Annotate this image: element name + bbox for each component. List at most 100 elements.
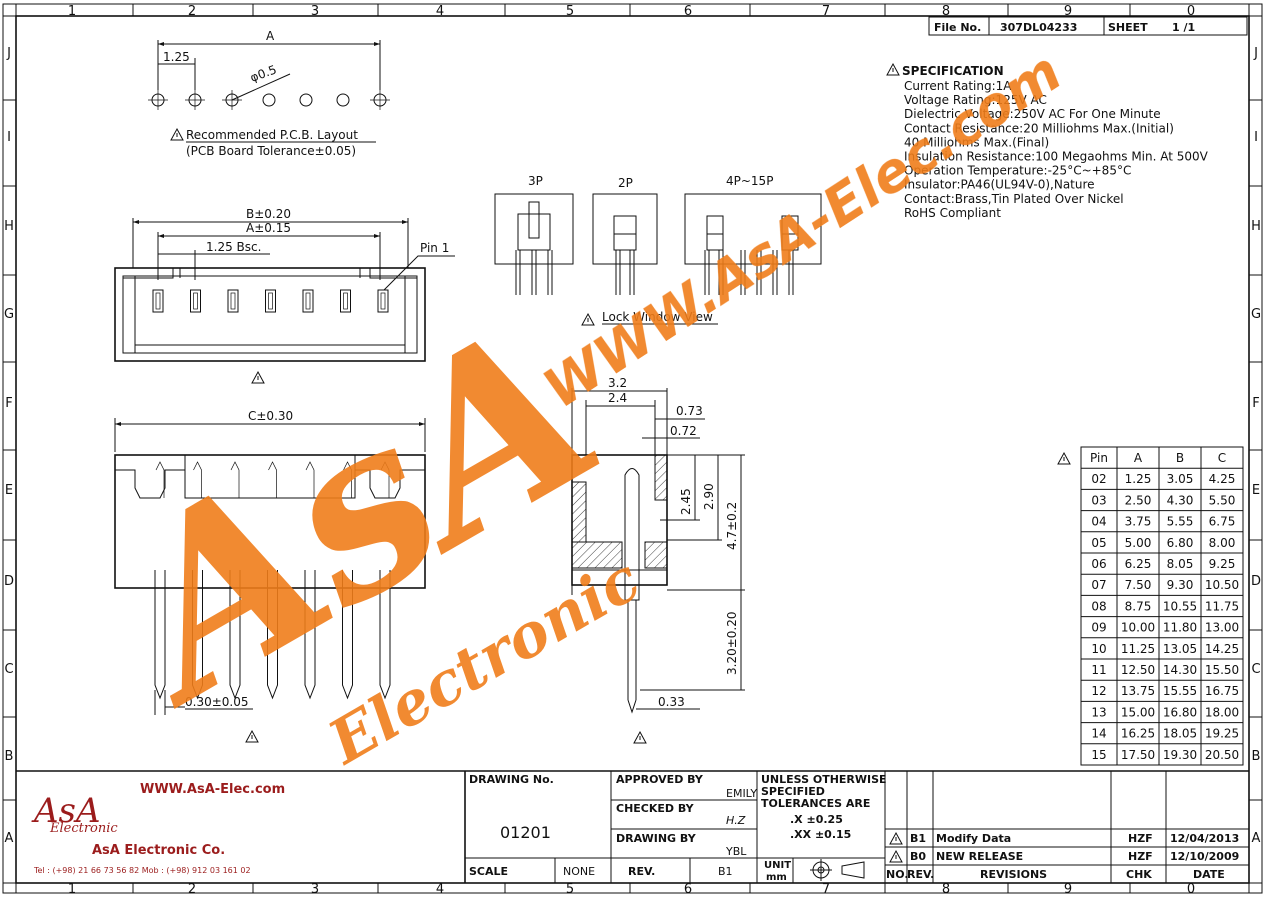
zone-col-bottom: 6 bbox=[684, 882, 692, 897]
side-dim-47: 4.7±0.2 bbox=[725, 502, 739, 550]
tol-line3: TOLERANCES ARE bbox=[761, 797, 870, 810]
projection-symbol-icon bbox=[810, 859, 865, 881]
spec-line: RoHS Compliant bbox=[904, 206, 1001, 220]
pin-table-cell: 06 bbox=[1091, 557, 1106, 571]
pin-table-cell: 11 bbox=[1091, 663, 1106, 677]
zone-row-left: I bbox=[7, 130, 11, 145]
zone-col-top: 2 bbox=[188, 4, 196, 19]
pin-table-cell: 08 bbox=[1091, 599, 1106, 613]
front-pin bbox=[342, 570, 353, 700]
revision-header: NO. bbox=[886, 868, 909, 881]
pin-table-cell: 11.80 bbox=[1163, 621, 1197, 635]
pin-table-cell: 10.55 bbox=[1163, 599, 1197, 613]
zone-col-top: 4 bbox=[436, 4, 444, 19]
pin-table-cell: 2.50 bbox=[1125, 493, 1152, 507]
pin-table-cell: 5.55 bbox=[1167, 515, 1194, 529]
pin-table-cell: 16.25 bbox=[1121, 727, 1155, 741]
pin-table-cell: 3.05 bbox=[1167, 472, 1194, 486]
revision-cell: Modify Data bbox=[936, 832, 1011, 845]
zone-row-right: I bbox=[1254, 130, 1258, 145]
revision-cell: HZF bbox=[1128, 832, 1153, 845]
spec-line: Dielectric Voltage:250V AC For One Minut… bbox=[904, 107, 1161, 121]
pin-table-cell: 3.75 bbox=[1125, 515, 1152, 529]
pin-table-cell: 4.30 bbox=[1167, 493, 1194, 507]
side-view: 3.2 2.4 0.73 0.72 2.45 2.90 4.7±0.2 3.20… bbox=[571, 376, 745, 744]
revision-header: REVISIONS bbox=[980, 868, 1047, 881]
revision-cell: 12/04/2013 bbox=[1170, 832, 1239, 845]
pin-table-cell: 13.00 bbox=[1205, 621, 1239, 635]
pcb-hole bbox=[299, 93, 313, 107]
side-dim-290: 2.90 bbox=[702, 483, 716, 510]
side-dim-320: 3.20±0.20 bbox=[725, 612, 739, 676]
contact-slot bbox=[265, 289, 276, 313]
company-name: AsA Electronic Co. bbox=[92, 843, 225, 858]
zone-row-left: C bbox=[4, 662, 13, 677]
front-dim-c: C±0.30 bbox=[248, 409, 293, 423]
pin-table-cell: 17.50 bbox=[1121, 748, 1155, 762]
zone-col-bottom: 5 bbox=[566, 882, 574, 897]
spec-line: Contact Resistance:20 Milliohms Max.(Ini… bbox=[904, 121, 1174, 135]
pin-table-cell: 6.25 bbox=[1125, 557, 1152, 571]
pin-table-cell: 04 bbox=[1091, 515, 1106, 529]
zone-row-right: H bbox=[1251, 219, 1261, 234]
pcb-dim-a: A bbox=[266, 29, 275, 43]
spec-line: 40 Milliohms Max.(Final) bbox=[904, 135, 1049, 149]
side-dim-32: 3.2 bbox=[608, 376, 627, 390]
front-pin bbox=[267, 570, 278, 700]
pcb-dim-pitch: 1.25 bbox=[163, 50, 190, 64]
pcb-title: Recommended P.C.B. Layout bbox=[186, 128, 358, 142]
pin-table-cell: 18.00 bbox=[1205, 705, 1239, 719]
pin-table-cell: 10.00 bbox=[1121, 621, 1155, 635]
top-dim-b: B±0.20 bbox=[246, 207, 291, 221]
zone-row-right: B bbox=[1252, 749, 1261, 764]
pcb-layout: A 1.25 φ0.5 Recommended P.C.B. Layout (P… bbox=[148, 29, 390, 158]
pin-table-cell: 14.30 bbox=[1163, 663, 1197, 677]
pcb-tolerance: (PCB Board Tolerance±0.05) bbox=[186, 144, 356, 158]
zone-col-top: 5 bbox=[566, 4, 574, 19]
pin-table-cell: 11.75 bbox=[1205, 599, 1239, 613]
front-pin bbox=[379, 570, 391, 700]
pin-table-cell: 05 bbox=[1091, 536, 1106, 550]
pin-table-cell: 18.05 bbox=[1163, 727, 1197, 741]
approved-value: EMILY bbox=[726, 787, 757, 800]
pin-table-cell: 8.05 bbox=[1167, 557, 1194, 571]
unit-label: UNIT bbox=[764, 860, 791, 871]
front-pin bbox=[154, 570, 166, 700]
spec-line: Contact:Brass,Tin Plated Over Nickel bbox=[904, 192, 1124, 206]
pin-table-cell: 8.75 bbox=[1125, 599, 1152, 613]
title-block: DRAWING No. 01201 SCALE NONE REV. B1 APP… bbox=[16, 770, 1249, 883]
zone-row-right: E bbox=[1252, 483, 1260, 498]
company-url: WWW.AsA-Elec.com bbox=[140, 782, 285, 797]
pin-table-cell: 10.50 bbox=[1205, 578, 1239, 592]
sheet-number: 1 /1 bbox=[1172, 21, 1195, 34]
front-pin bbox=[229, 570, 241, 700]
tol-line1: UNLESS OTHERWISE bbox=[761, 773, 887, 786]
pin-table-cell: 5.50 bbox=[1209, 493, 1236, 507]
zone-row-right: D bbox=[1251, 574, 1261, 589]
pin-table-cell: 15.50 bbox=[1205, 663, 1239, 677]
zone-row-right: A bbox=[1252, 831, 1261, 846]
zone-row-right: J bbox=[1253, 46, 1258, 61]
spec-line: Current Rating:1A bbox=[904, 79, 1012, 93]
pin-table-cell: 12.50 bbox=[1121, 663, 1155, 677]
lock-4p-label: 4P~15P bbox=[726, 174, 773, 188]
file-header: File No. 307DL04233 SHEET 1 /1 bbox=[928, 16, 1248, 36]
pin-table-cell: 16.75 bbox=[1205, 684, 1239, 698]
lock-window-view: 3P 2P 4P~15P Lock Window View bbox=[494, 174, 822, 326]
side-dim-24: 2.4 bbox=[608, 391, 627, 405]
pin-table-cell: 5.00 bbox=[1125, 536, 1152, 550]
pin-table-header: A bbox=[1134, 451, 1143, 465]
pin-table-cell: 14 bbox=[1091, 727, 1106, 741]
pcb-hole bbox=[336, 93, 350, 107]
file-no: 307DL04233 bbox=[1000, 21, 1077, 34]
zone-row-left: F bbox=[5, 396, 12, 411]
pin1-label: Pin 1 bbox=[420, 241, 449, 255]
front-dim-pin: 0.30±0.05 bbox=[185, 695, 249, 709]
contact-slot bbox=[377, 289, 389, 313]
zone-col-bottom: 2 bbox=[188, 882, 196, 897]
zone-row-left: E bbox=[5, 483, 13, 498]
pin-table-cell: 20.50 bbox=[1205, 748, 1239, 762]
pin-table-cell: 6.75 bbox=[1209, 515, 1236, 529]
